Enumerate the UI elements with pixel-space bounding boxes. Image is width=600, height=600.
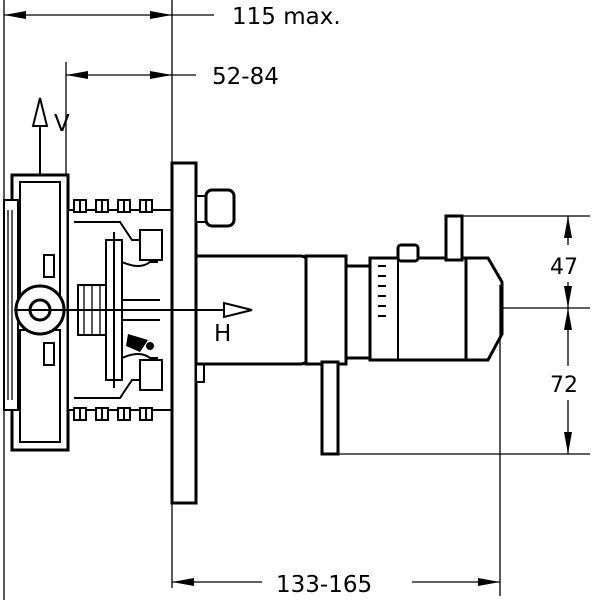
arrowhead-center-down bbox=[564, 286, 572, 308]
bottom-bolt-row bbox=[73, 407, 153, 421]
flange-plate bbox=[170, 161, 198, 505]
dimension-vertical-offsets: 47 72 bbox=[330, 215, 590, 455]
mechanism-pivot bbox=[146, 342, 154, 350]
valve-body bbox=[3, 173, 70, 452]
body-port-upper bbox=[43, 254, 55, 278]
label-115-max: 115 max. bbox=[232, 4, 341, 30]
top-bolt-row bbox=[73, 199, 153, 213]
arrowhead-bottom bbox=[564, 432, 572, 454]
knob-body bbox=[368, 256, 468, 362]
ring-body bbox=[304, 254, 348, 366]
knob-scale bbox=[378, 265, 386, 317]
upper-lever-pin bbox=[444, 214, 464, 262]
arrowhead-left bbox=[172, 578, 194, 586]
adjustment-ring bbox=[304, 254, 348, 366]
arrowhead-right bbox=[150, 71, 172, 79]
mechanism-upper-spring bbox=[121, 261, 158, 267]
lower-lever-pin bbox=[320, 360, 340, 456]
label-133-165: 133-165 bbox=[276, 572, 372, 598]
side-nut bbox=[195, 188, 236, 383]
horizontal-axis-arrow bbox=[223, 301, 253, 319]
dimension-wall-depth: 52-84 bbox=[65, 62, 279, 175]
mechanism-pawl bbox=[126, 334, 148, 352]
nut-head bbox=[204, 188, 236, 228]
label-47: 47 bbox=[550, 255, 578, 280]
arrowhead-left bbox=[66, 71, 88, 79]
knob-cap bbox=[464, 256, 504, 362]
mechanism-lower-spring bbox=[121, 353, 158, 359]
arrowhead-right bbox=[150, 11, 172, 19]
mechanism-lower-block bbox=[139, 359, 163, 391]
label-h: H bbox=[214, 321, 231, 347]
control-knob bbox=[320, 214, 504, 456]
arrowhead-left bbox=[4, 11, 26, 19]
vertical-axis-arrow bbox=[31, 97, 49, 127]
label-72: 72 bbox=[550, 373, 578, 398]
label-52-84: 52-84 bbox=[212, 64, 279, 90]
body-port-lower bbox=[43, 342, 55, 366]
arrowhead-top bbox=[564, 216, 572, 238]
dimension-projection: 133-165 bbox=[172, 285, 501, 598]
knob-neck bbox=[344, 264, 372, 360]
wall-flange bbox=[170, 161, 198, 588]
mechanism-upper-block bbox=[139, 229, 163, 261]
arrowhead-right bbox=[478, 578, 500, 586]
body-upper-chamber bbox=[19, 181, 61, 301]
arrowhead-center-up bbox=[564, 308, 572, 330]
knob-button bbox=[396, 243, 420, 263]
label-v: V bbox=[54, 111, 70, 137]
horizontal-axis-indicator: H bbox=[14, 301, 253, 347]
